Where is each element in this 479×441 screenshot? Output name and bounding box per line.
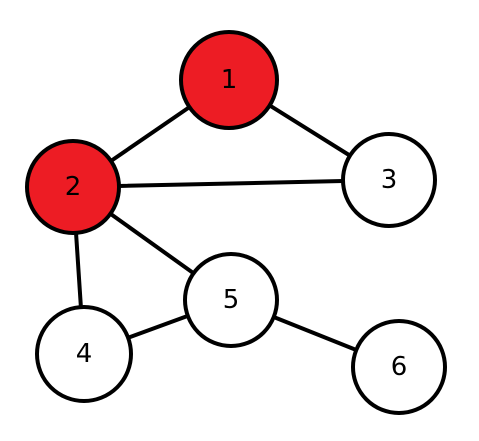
edge-n1-n3 <box>267 103 352 158</box>
node-label: 2 <box>65 172 82 202</box>
node-circle <box>35 305 133 403</box>
edge-n2-n4 <box>74 230 83 310</box>
node-label: 3 <box>381 165 398 195</box>
node-label: 1 <box>221 65 238 95</box>
node-6: 6 <box>351 319 447 415</box>
edge-n4-n5 <box>126 313 190 340</box>
edge-n2-n3 <box>116 179 346 188</box>
node-circle <box>183 252 279 348</box>
node-circle <box>341 132 437 228</box>
node-1: 1 <box>179 30 279 130</box>
node-circle <box>25 139 121 235</box>
node-circle <box>179 30 279 130</box>
node-5: 5 <box>183 252 279 348</box>
node-circle <box>351 319 447 415</box>
node-label: 6 <box>391 352 408 382</box>
node-label: 5 <box>223 285 240 315</box>
node-3: 3 <box>341 132 437 228</box>
edge-n2-n5 <box>108 211 196 276</box>
edges-layer <box>74 103 359 352</box>
nodes-layer: 1 2 3 4 5 6 <box>25 30 447 415</box>
node-2: 2 <box>25 139 121 235</box>
node-label: 4 <box>76 339 93 369</box>
edge-n5-n6 <box>271 315 359 352</box>
node-4: 4 <box>35 305 133 403</box>
edge-n1-n2 <box>108 105 192 163</box>
